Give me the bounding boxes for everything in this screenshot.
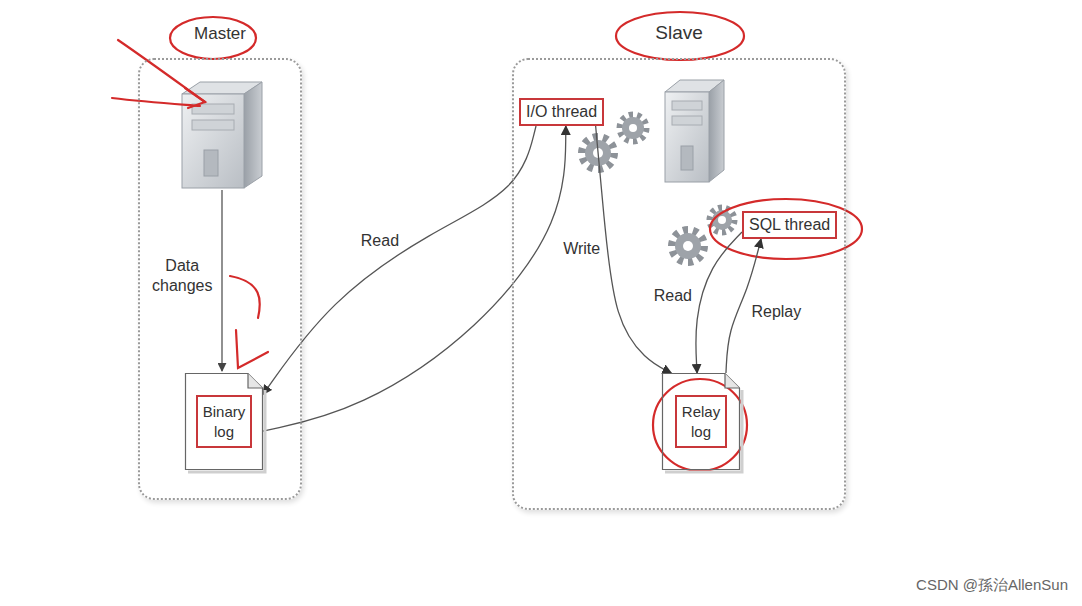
- region-title: Slave: [514, 22, 844, 44]
- data-flow-arrow: [221, 190, 222, 371]
- gear-teeth: [620, 115, 646, 141]
- io-thread-tag: I/O thread: [519, 98, 604, 126]
- document-shadow: [188, 390, 265, 472]
- edge-label: Read: [359, 231, 401, 250]
- server-panel: [204, 150, 218, 176]
- edge-label: Replay: [749, 302, 803, 321]
- red-arrow: [112, 98, 200, 106]
- edge-label: Write: [561, 239, 602, 258]
- relay-log-doc: Relay log: [662, 373, 740, 470]
- server-side: [709, 80, 724, 182]
- red-arrow-head: [185, 88, 205, 108]
- edge-label: Read: [652, 286, 694, 305]
- server-bay: [192, 120, 234, 130]
- document-fold: [725, 374, 740, 389]
- flow-label: Data changes: [152, 256, 212, 296]
- server-side: [244, 82, 262, 188]
- red-bracket: [230, 276, 260, 318]
- document-fold: [248, 374, 263, 389]
- gear-icon: [672, 208, 734, 262]
- thread-name: SQL thread: [749, 215, 830, 235]
- red-check: [236, 330, 268, 368]
- server-icon: [665, 80, 724, 182]
- flow-connector: [696, 232, 742, 373]
- server-panel: [681, 146, 693, 170]
- flow-connector: [263, 126, 536, 394]
- document-border: [663, 374, 740, 470]
- server-bay: [672, 101, 702, 110]
- red-circle: [653, 379, 747, 471]
- flow-connector: [263, 126, 566, 431]
- gear-teeth: [672, 230, 704, 262]
- red-annotation: [112, 12, 862, 471]
- gear-hole: [718, 216, 726, 224]
- server-icon: [182, 82, 262, 188]
- watermark: CSDN @孫治AllenSun: [916, 576, 1068, 595]
- document-border: [186, 374, 263, 470]
- gear-body: [622, 117, 644, 139]
- thread-name: I/O thread: [526, 102, 597, 122]
- red-circle: [710, 199, 862, 259]
- gear-body: [675, 233, 701, 259]
- server-front: [182, 94, 244, 188]
- flow-connector: [596, 126, 672, 373]
- binary-log-doc: Binary log: [185, 373, 263, 470]
- sql-thread-tag: SQL thread: [742, 211, 837, 239]
- gear-hole: [629, 124, 637, 132]
- region-title: Master: [140, 24, 300, 44]
- gear-hole: [683, 241, 693, 251]
- server-bay: [672, 116, 702, 125]
- document-shadow: [665, 390, 742, 472]
- slave-region: I/O threadSQL threadRelay logSlave: [512, 58, 846, 510]
- document-outline: [662, 373, 740, 470]
- server-front: [665, 92, 709, 182]
- log-name: Relay log: [675, 395, 727, 448]
- log-name: Binary log: [196, 395, 253, 448]
